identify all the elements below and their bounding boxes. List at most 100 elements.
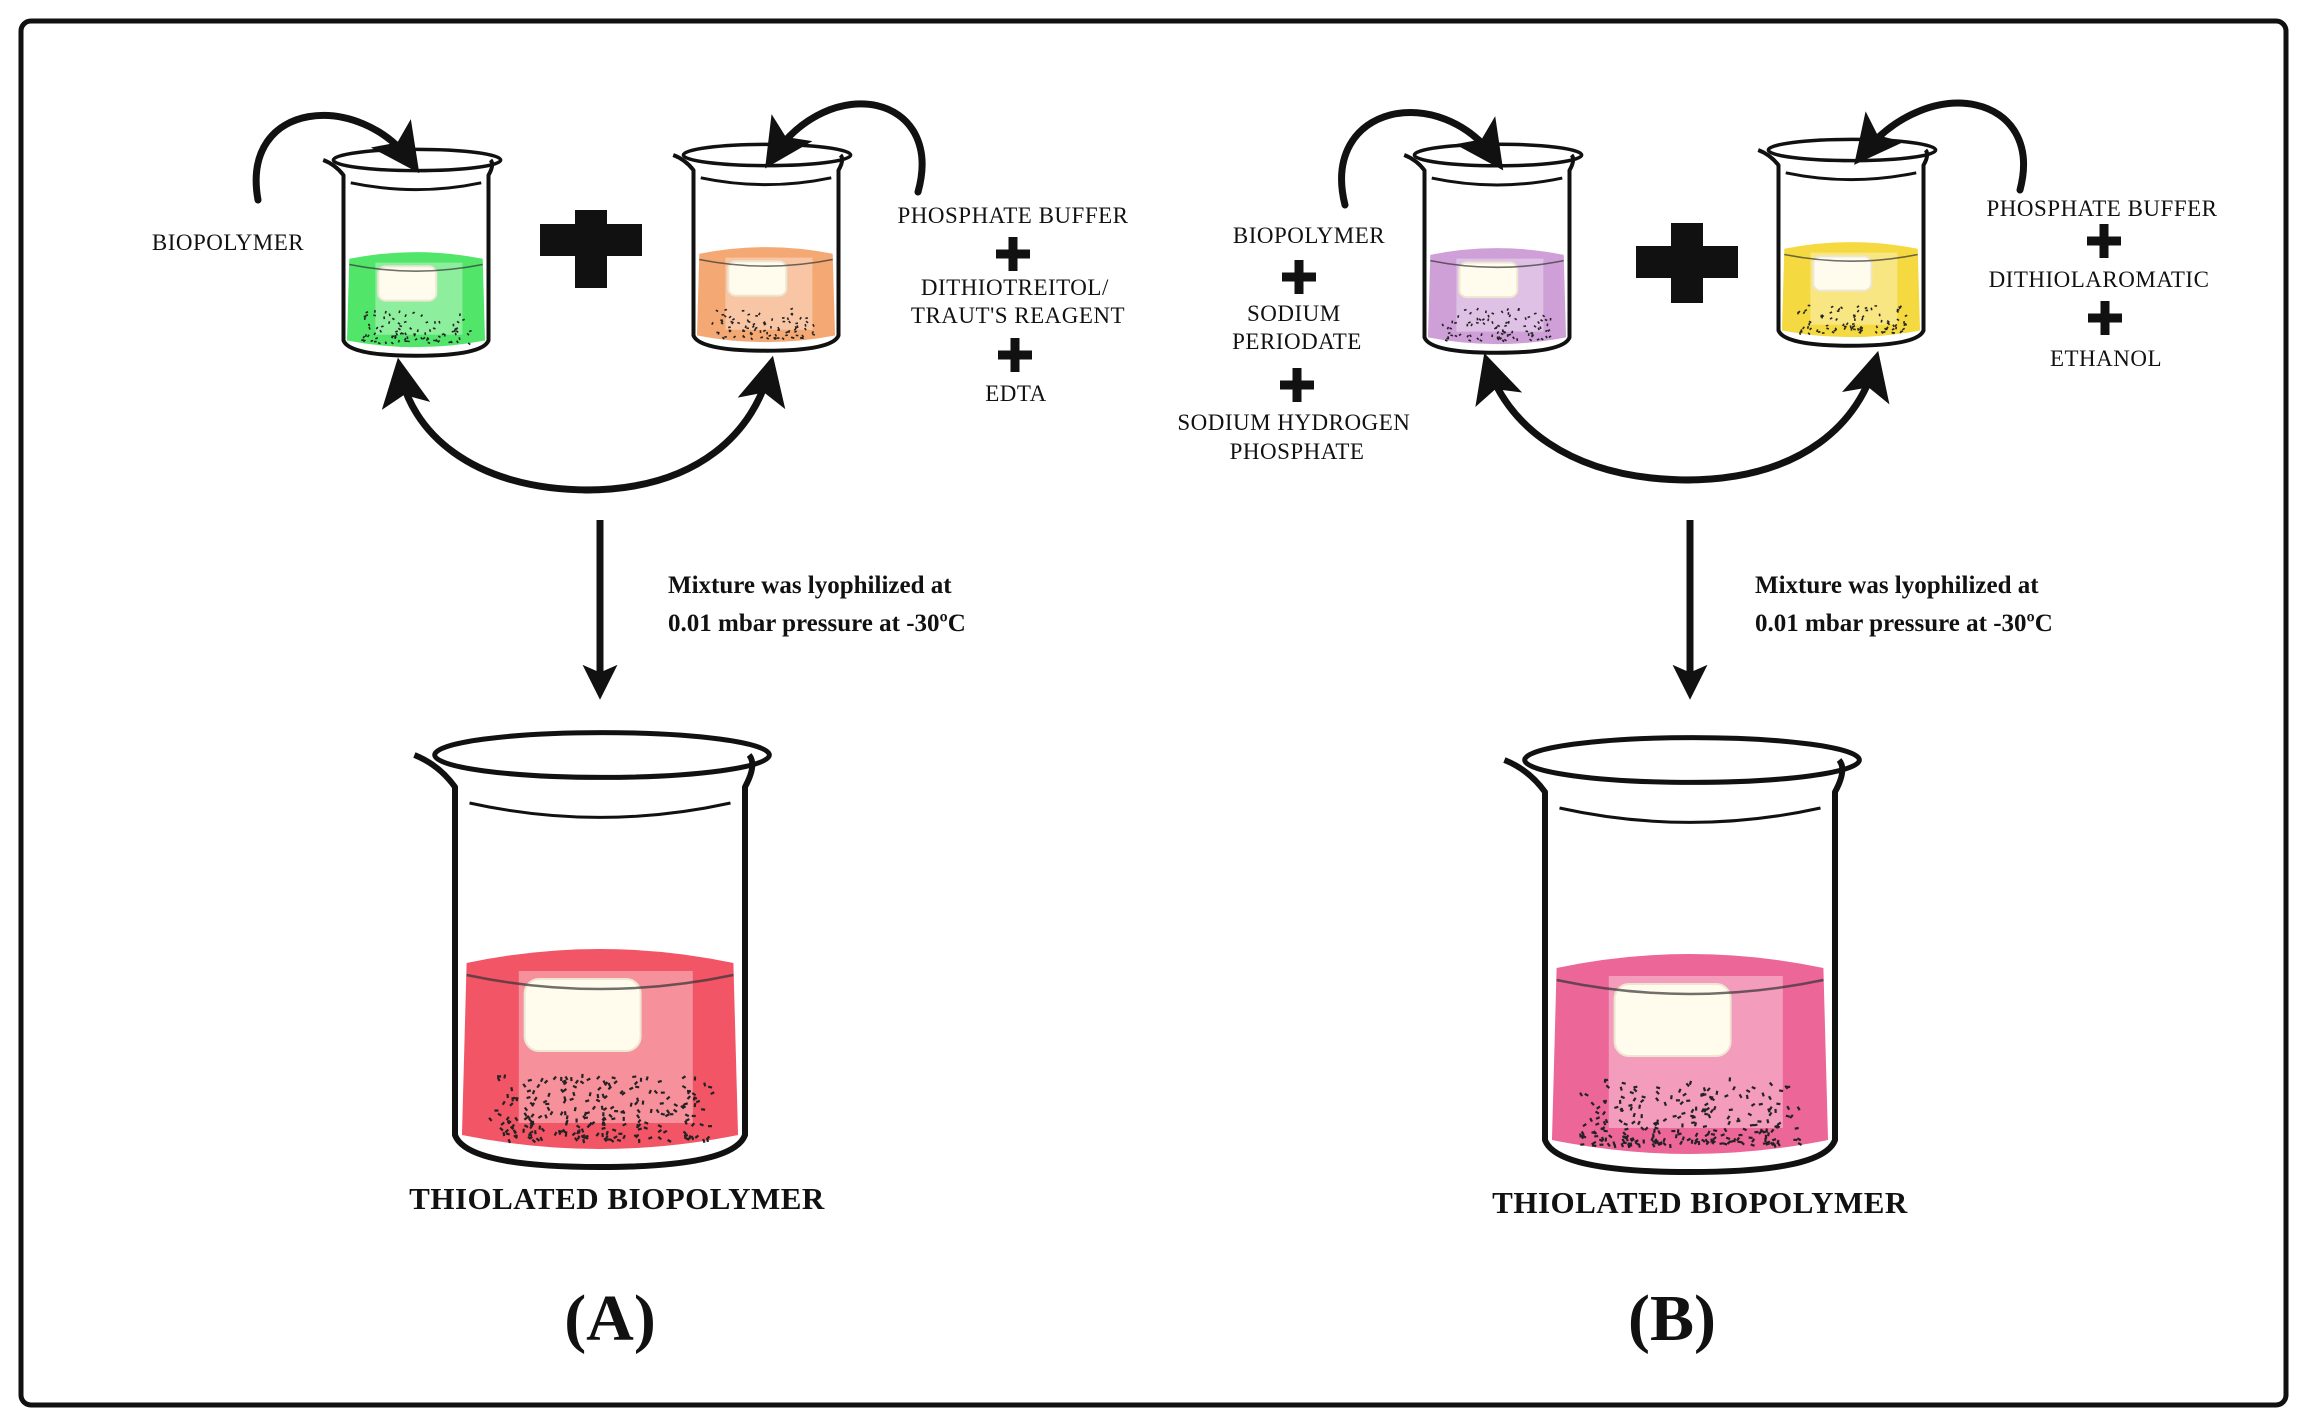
particle (1655, 1086, 1661, 1090)
particle (1653, 1128, 1656, 1134)
particle (1545, 335, 1548, 339)
particle (582, 1115, 587, 1120)
particle (546, 1106, 551, 1112)
particle (527, 1135, 532, 1140)
particle (570, 1077, 573, 1082)
particle (721, 336, 725, 340)
beaker-icon (322, 147, 503, 358)
particle (1537, 320, 1540, 325)
particle (649, 1108, 653, 1114)
particle (434, 321, 436, 324)
particle (1895, 326, 1898, 330)
particle (1767, 1108, 1771, 1113)
particle (620, 1110, 626, 1115)
particle (606, 1138, 611, 1141)
particle (662, 1129, 668, 1134)
reagent-label: ETHANOL (2050, 346, 2162, 371)
particle (565, 1115, 569, 1120)
particle (1858, 328, 1862, 332)
particle (637, 1127, 643, 1131)
particle (636, 1097, 640, 1102)
curved-arrow-icon (1681, 350, 1890, 484)
particle (553, 1131, 558, 1137)
particle (1874, 330, 1878, 334)
particle (543, 1079, 549, 1084)
particle (600, 1105, 604, 1110)
particle (1537, 327, 1540, 331)
particle (1722, 1142, 1728, 1146)
particle (499, 1127, 504, 1132)
particle (724, 335, 727, 338)
particle (506, 1093, 510, 1099)
particle (796, 325, 799, 329)
particle (432, 327, 436, 330)
particle (1858, 331, 1862, 334)
particle (746, 319, 750, 323)
particle (1652, 1122, 1658, 1127)
particle (529, 1130, 534, 1135)
particle (1700, 1093, 1705, 1097)
particle (1638, 1104, 1642, 1109)
particle (1511, 330, 1514, 334)
particle (395, 332, 399, 336)
particle (1706, 1130, 1711, 1136)
particle (693, 1102, 697, 1108)
beaker-rim-inner (1785, 171, 1917, 182)
particle (1501, 339, 1505, 343)
particle (523, 1124, 529, 1129)
particle (1830, 305, 1834, 309)
beaker-rim-inner (700, 176, 832, 187)
particle (1637, 1120, 1641, 1126)
particle (781, 316, 785, 319)
particle (1825, 324, 1829, 327)
particle (607, 1085, 613, 1091)
particle (1650, 1136, 1655, 1142)
particle (1704, 1112, 1709, 1116)
particle (1475, 321, 1479, 324)
particle (1640, 1114, 1643, 1119)
particle (1527, 315, 1531, 319)
particle (751, 325, 755, 329)
particle (1506, 334, 1509, 337)
particle (468, 329, 472, 333)
particle (1539, 326, 1542, 330)
reagent-label-line: SODIUM (1247, 301, 1341, 326)
particle (1640, 1126, 1645, 1131)
particle (1482, 322, 1486, 326)
particle (574, 1079, 579, 1085)
curved-arrow-icon (381, 357, 594, 494)
particle (1496, 331, 1500, 335)
particle (373, 310, 376, 313)
particle (672, 1108, 678, 1113)
particle (1630, 1137, 1635, 1143)
particle (1685, 1082, 1690, 1088)
process-note: Mixture was lyophilized at (1755, 572, 2039, 599)
particle (1504, 324, 1508, 328)
particle (1642, 1139, 1645, 1144)
particle (1707, 1113, 1712, 1119)
particle (1655, 1097, 1660, 1102)
particle (1662, 1117, 1668, 1122)
particle (777, 329, 780, 331)
particle (455, 330, 459, 334)
curved-arrow-icon (1854, 99, 2027, 194)
particle (785, 334, 788, 337)
particle (1512, 336, 1515, 340)
particle (657, 1135, 662, 1141)
particle (795, 322, 799, 325)
figure-frame (18, 18, 2289, 1408)
particle (1629, 1106, 1633, 1111)
particle (1807, 304, 1811, 307)
particle (572, 1091, 576, 1097)
particle (602, 1112, 605, 1117)
particle (1835, 317, 1839, 322)
reagent-label: PHOSPHATE BUFFER (897, 203, 1128, 228)
particle (1662, 1141, 1667, 1147)
particle (601, 1126, 606, 1131)
particle (690, 1135, 695, 1141)
particle (602, 1121, 606, 1127)
particle (364, 334, 367, 337)
particle (1476, 337, 1480, 341)
particle (741, 309, 745, 312)
particle (1500, 310, 1504, 314)
